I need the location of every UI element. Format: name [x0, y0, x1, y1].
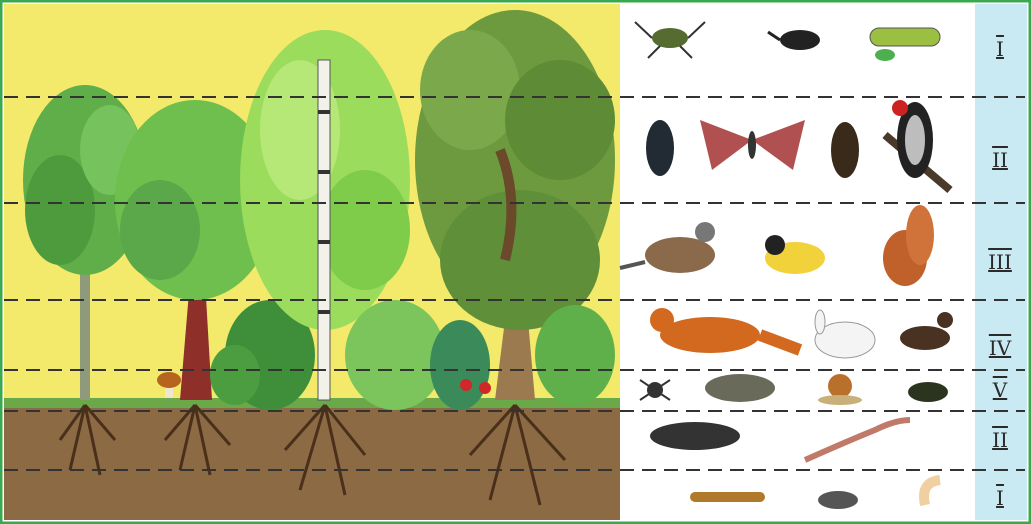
- tier-label: III: [980, 250, 1020, 274]
- hedgehog-icon: [705, 374, 775, 402]
- woodlouse-icon: [818, 491, 858, 509]
- tier-label: V: [980, 378, 1020, 402]
- mole-icon: [650, 422, 740, 450]
- wireworm-icon: [690, 492, 765, 502]
- tier-label: I: [980, 486, 1020, 510]
- tier-label: IV: [980, 336, 1020, 360]
- tier-label: II: [980, 428, 1020, 452]
- shrub-group-right: [535, 305, 615, 405]
- tier-label: II: [980, 148, 1020, 172]
- bark-beetle-icon: [831, 122, 859, 178]
- ground-beetle-icon: [908, 382, 948, 402]
- dark-beetle-icon: [646, 120, 674, 176]
- tier-label: I: [980, 37, 1020, 61]
